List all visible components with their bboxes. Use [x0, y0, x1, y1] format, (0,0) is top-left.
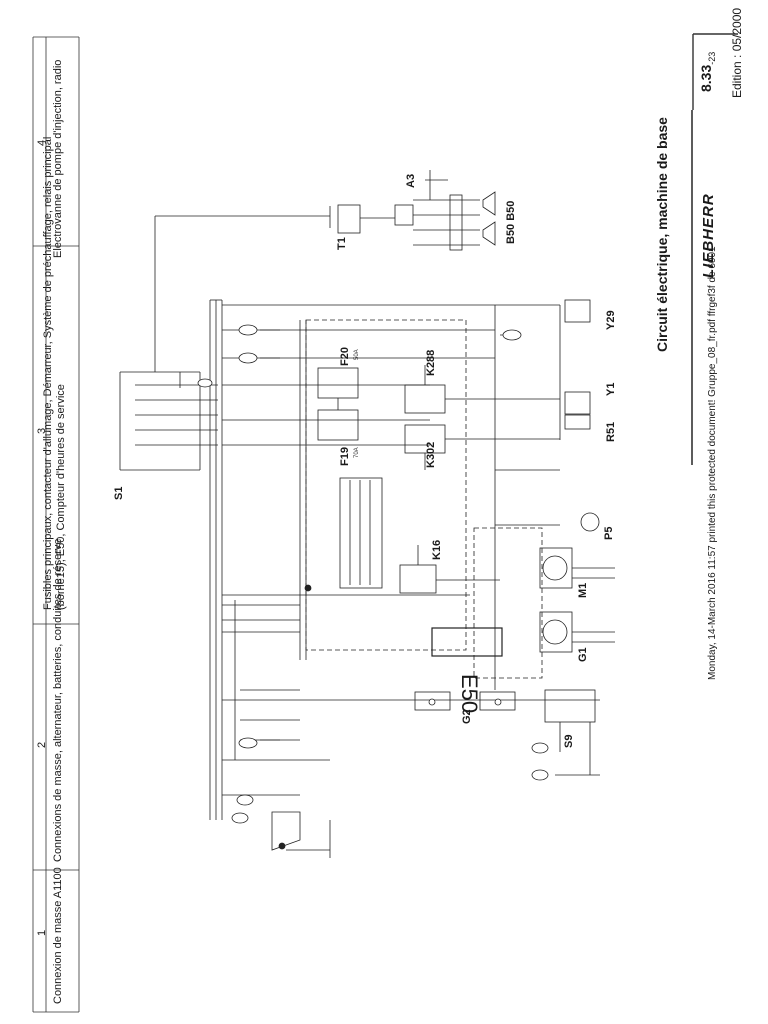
label-f19-rating: 70A: [354, 447, 360, 458]
label-a3: A3: [405, 174, 417, 188]
label-b50: B50 B50: [505, 201, 517, 244]
label-g1: G1: [577, 647, 589, 662]
label-p5: P5: [603, 527, 615, 540]
label-m1: M1: [577, 583, 589, 598]
label-s1: S1: [113, 487, 125, 500]
label-t1: T1: [336, 237, 348, 250]
label-r51: R51: [605, 422, 617, 442]
label-s9: S9: [563, 735, 575, 748]
label-f20: F20: [339, 347, 351, 366]
label-k302: K302: [425, 442, 437, 468]
label-y1: Y1: [605, 383, 617, 396]
label-e50: E50: [457, 674, 482, 713]
wires: [119, 170, 615, 858]
label-k16: K16: [431, 540, 443, 560]
label-k288: K288: [425, 350, 437, 376]
connectors: [197, 324, 549, 850]
frame: [32, 33, 738, 1013]
label-y29: Y29: [605, 310, 617, 330]
label-f20-rating: 50A: [354, 349, 360, 360]
component-labels: S1 T1 A3 B50 B50 F20 50A F19 70A K288 K3…: [113, 174, 617, 748]
label-g2: G2: [461, 709, 473, 724]
label-f19: F19: [339, 447, 351, 466]
